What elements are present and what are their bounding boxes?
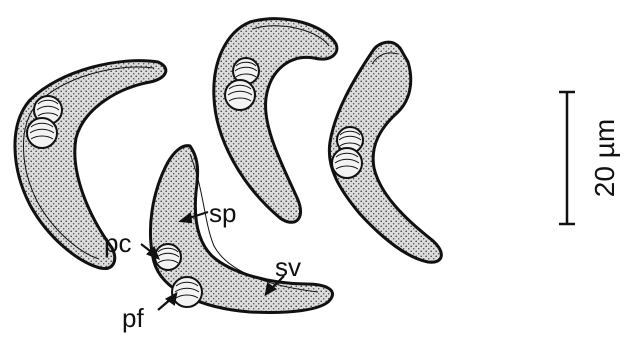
cell-top-middle	[214, 19, 337, 223]
label-pc: pc	[104, 228, 131, 258]
scale-bar-label: 20 µm	[589, 119, 620, 197]
label-pf: pf	[122, 303, 144, 333]
label-sv: sv	[275, 252, 301, 282]
cell-right	[329, 42, 441, 262]
label-sp: sp	[209, 198, 236, 228]
cell-left	[15, 61, 166, 269]
scale-bar	[559, 92, 575, 224]
